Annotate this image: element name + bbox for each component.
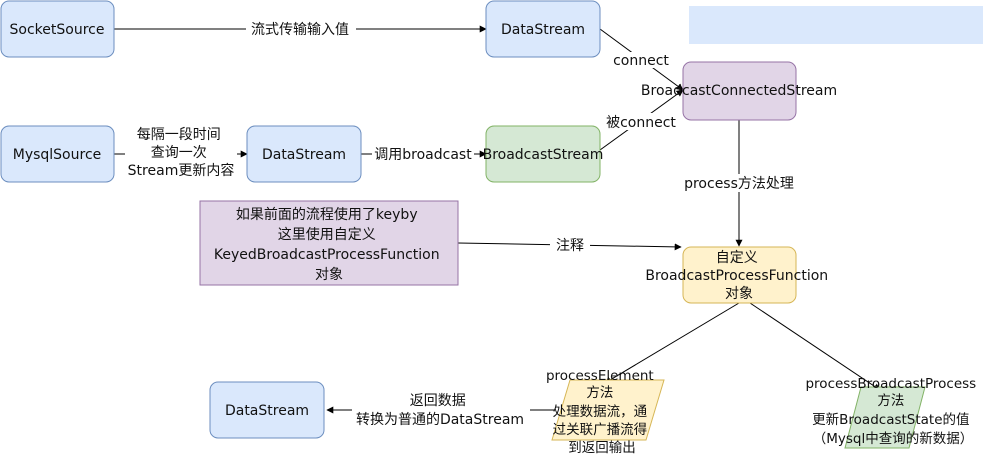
socket-source-label: SocketSource [10,22,105,38]
socket-source-box [0,0,115,58]
broadcast-stream-box [485,125,601,183]
process-element-shape [551,379,665,441]
edge-label-be-connect: 被connect [606,115,676,131]
edge-label-return-data: 返回数据 转换为普通的DataStream [356,393,524,428]
datastream-mid-label: DataStream [262,147,346,163]
banner-box [689,6,983,44]
process-function-label: 自定义 BroadcastProcessFunction 对象 [645,250,832,302]
keyed-note-box [199,200,459,286]
datastream-mid-box [246,125,362,183]
datastream-top-box [485,0,601,58]
process-broadcast-label: processBroadcastProcess 方法 更新BroadcastSt… [805,376,980,447]
process-element-label: processElement 方法 处理数据流，通 过关联广播流得 到返回输出 [546,368,658,455]
keyed-note-label: 如果前面的流程使用了keyby 这里使用自定义 KeyedBroadcastPr… [214,206,444,283]
datastream-bottom-label: DataStream [225,403,309,419]
edge-function-to-broadcast-process [749,302,881,391]
edge-label-comment: 注释 [556,238,584,254]
process-function-box [682,246,797,304]
edge-label-stream-input: 流式传输输入值 [251,22,349,38]
broadcast-stream-label: BroadcastStream [483,147,604,163]
process-broadcast-shape [844,386,926,449]
edge-label-process-method: process方法处理 [684,176,794,192]
broadcast-connected-label: BroadcastConnectedStream [641,83,837,99]
edge-label-query-every: 每隔一段时间 查询一次 Stream更新内容 [128,127,235,179]
edge-function-to-element [604,302,740,384]
mysql-source-label: MysqlSource [13,147,102,163]
edge-label-connect: connect [613,53,669,69]
mysql-source-box [0,125,115,183]
datastream-bottom-box [209,381,325,439]
datastream-top-label: DataStream [501,22,585,38]
edge-label-call-broadcast: 调用broadcast [374,147,472,163]
broadcast-connected-box [682,61,797,121]
